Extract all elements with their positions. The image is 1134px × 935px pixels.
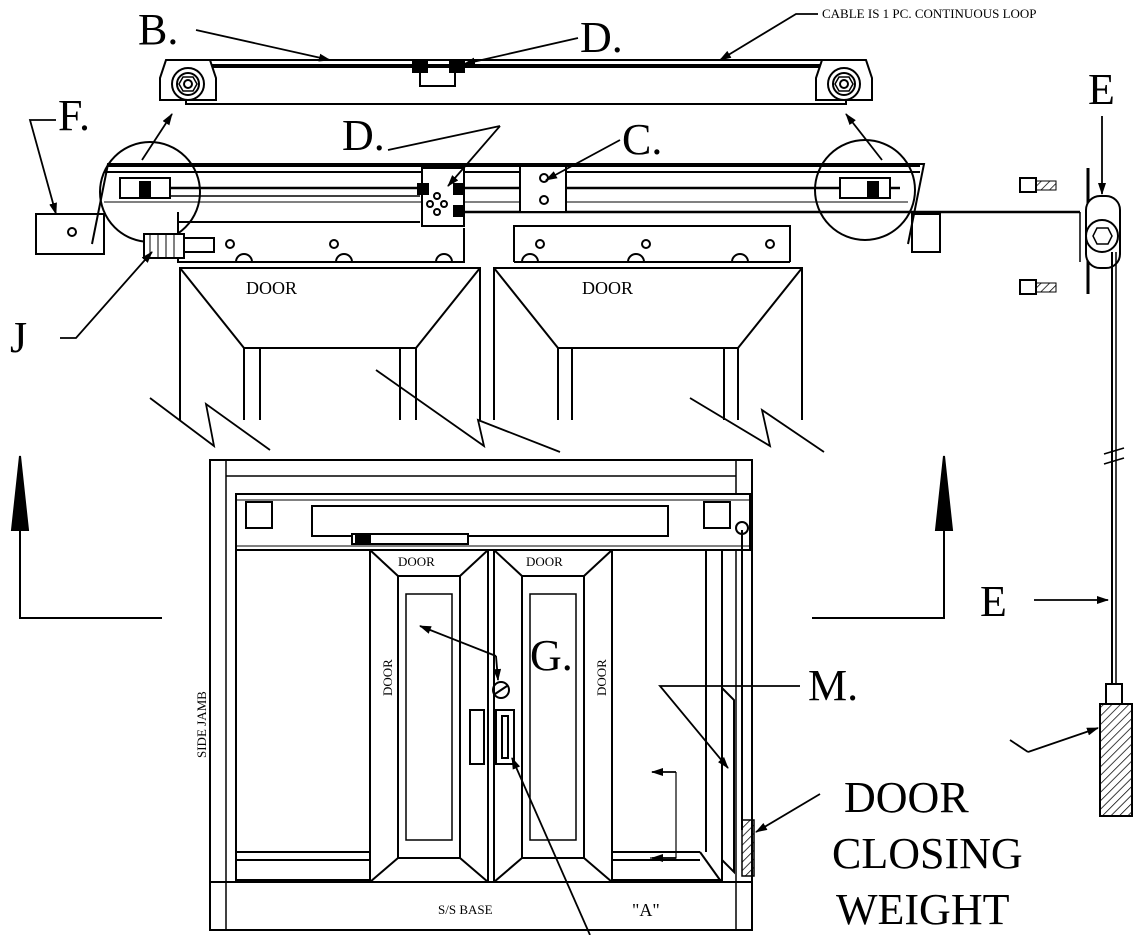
track-assembly — [35, 139, 1080, 263]
label-j: J — [10, 313, 27, 362]
elev-door-left-side-label: DOOR — [380, 659, 395, 696]
label-d-mid: D. — [342, 111, 385, 160]
callout-leaders — [28, 13, 1109, 935]
labels: B. D. CABLE IS 1 PC. CONTINUOUS LOOP F. … — [10, 5, 1115, 934]
section-arrows — [10, 455, 954, 619]
upper-door-left-label: DOOR — [246, 278, 297, 298]
closing-weight-line-1: DOOR — [844, 773, 969, 822]
section-a-label: "A" — [632, 900, 660, 920]
top-pulley-bar — [159, 59, 873, 105]
label-e-top: E — [1088, 65, 1115, 114]
label-e-side: E — [980, 577, 1007, 626]
front-elevation — [209, 459, 755, 931]
label-m: M. — [808, 661, 858, 710]
elev-door-right-top-label: DOOR — [526, 554, 563, 569]
upper-door-right-label: DOOR — [582, 278, 633, 298]
elev-door-left-top-label: DOOR — [398, 554, 435, 569]
side-jamb-label: SIDE JAMB — [194, 691, 209, 758]
upper-door-right — [493, 267, 803, 420]
label-d-top: D. — [580, 13, 623, 62]
closing-weight-line-2: CLOSING — [832, 829, 1023, 878]
label-f: F. — [58, 91, 90, 140]
side-pulley-assembly — [1019, 168, 1133, 817]
label-b: B. — [138, 5, 178, 54]
ss-base-label: S/S BASE — [438, 902, 493, 917]
cable-note: CABLE IS 1 PC. CONTINUOUS LOOP — [822, 6, 1037, 21]
label-g: G. — [530, 631, 573, 680]
elev-door-right-side-label: DOOR — [594, 659, 609, 696]
closing-weight-line-3: WEIGHT — [836, 885, 1010, 934]
label-c: C. — [622, 115, 662, 164]
upper-door-left — [179, 267, 481, 420]
